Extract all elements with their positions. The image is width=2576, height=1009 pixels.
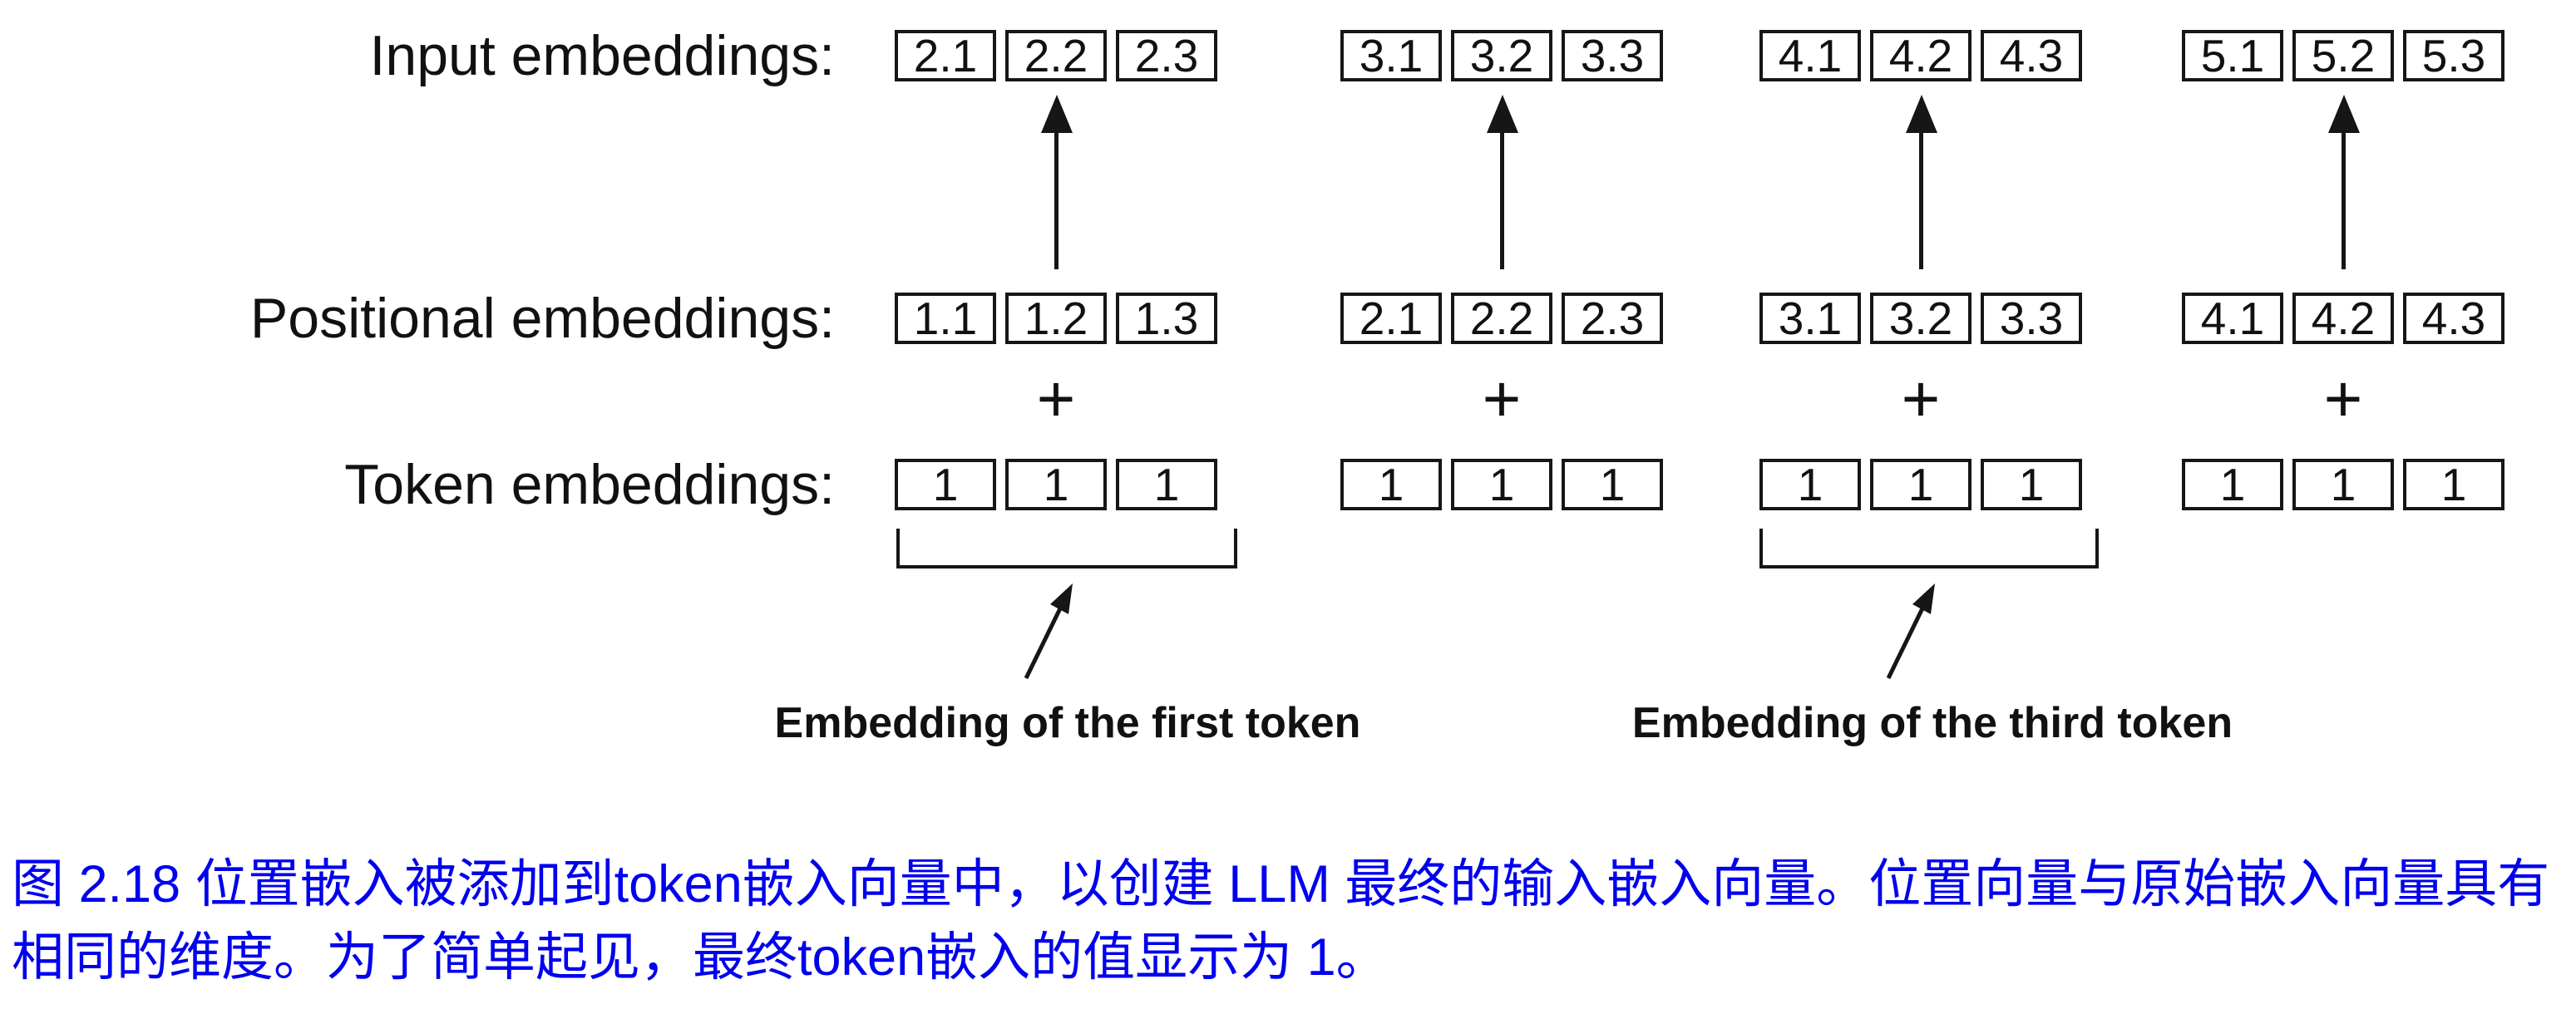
positional-embedding-vector-1: 1.1 1.2 1.3 bbox=[895, 293, 1217, 344]
underbrace-bracket-third-token bbox=[1759, 529, 2099, 568]
positional-embedding-vector-4: 4.1 4.2 4.3 bbox=[2182, 293, 2504, 344]
up-arrow-icon bbox=[1054, 133, 1059, 269]
vector-cell: 4.2 bbox=[1870, 30, 1971, 81]
vector-cell: 1 bbox=[895, 459, 996, 510]
vector-cell: 1 bbox=[1340, 459, 1442, 510]
input-embedding-vector-4: 5.1 5.2 5.3 bbox=[2182, 30, 2504, 81]
token-embeddings-label: Token embeddings: bbox=[344, 453, 835, 516]
vector-cell: 2.1 bbox=[895, 30, 996, 81]
vector-cell: 4.2 bbox=[2292, 293, 2394, 344]
vector-cell: 1 bbox=[1451, 459, 1552, 510]
vector-cell: 1.3 bbox=[1116, 293, 1217, 344]
vector-cell: 1 bbox=[1562, 459, 1663, 510]
token-embedding-vector-2: 1 1 1 bbox=[1340, 459, 1663, 510]
vector-cell: 3.1 bbox=[1340, 30, 1442, 81]
vector-cell: 1 bbox=[1870, 459, 1971, 510]
vector-cell: 2.2 bbox=[1451, 293, 1552, 344]
plus-operator: + bbox=[1036, 362, 1076, 436]
up-arrow-icon bbox=[1919, 133, 1923, 269]
input-embedding-vector-3: 4.1 4.2 4.3 bbox=[1759, 30, 2082, 81]
vector-cell: 4.3 bbox=[2403, 293, 2504, 344]
vector-cell: 3.3 bbox=[1981, 293, 2082, 344]
vector-cell: 2.3 bbox=[1562, 293, 1663, 344]
underbrace-bracket-first-token bbox=[896, 529, 1237, 568]
annotation-first-token: Embedding of the first token bbox=[774, 699, 1361, 747]
token-embedding-vector-4: 1 1 1 bbox=[2182, 459, 2504, 510]
vector-cell: 5.2 bbox=[2292, 30, 2394, 81]
vector-cell: 5.1 bbox=[2182, 30, 2283, 81]
vector-cell: 3.3 bbox=[1562, 30, 1663, 81]
vector-cell: 3.2 bbox=[1870, 293, 1971, 344]
token-embedding-vector-3: 1 1 1 bbox=[1759, 459, 2082, 510]
pointer-arrow-icon bbox=[1886, 583, 1935, 680]
input-embeddings-label: Input embeddings: bbox=[369, 24, 835, 87]
annotation-third-token: Embedding of the third token bbox=[1631, 699, 2233, 747]
input-embedding-vector-2: 3.1 3.2 3.3 bbox=[1340, 30, 1663, 81]
vector-cell: 3.2 bbox=[1451, 30, 1552, 81]
positional-embeddings-label: Positional embeddings: bbox=[249, 287, 835, 350]
plus-operator: + bbox=[1901, 362, 1941, 436]
plus-operator: + bbox=[1482, 362, 1522, 436]
pointer-arrow-icon bbox=[1024, 583, 1073, 680]
up-arrow-icon bbox=[1500, 133, 1504, 269]
vector-cell: 4.3 bbox=[1981, 30, 2082, 81]
figure-caption: 图 2.18 位置嵌入被添加到token嵌入向量中，以创建 LLM 最终的输入嵌… bbox=[12, 855, 2550, 987]
vector-cell: 1 bbox=[1116, 459, 1217, 510]
vector-cell: 1 bbox=[1005, 459, 1107, 510]
vector-cell: 3.1 bbox=[1759, 293, 1861, 344]
vector-cell: 1 bbox=[2292, 459, 2394, 510]
vector-cell: 5.3 bbox=[2403, 30, 2504, 81]
vector-cell: 1 bbox=[2403, 459, 2504, 510]
vector-cell: 1 bbox=[2182, 459, 2283, 510]
vector-cell: 1.1 bbox=[895, 293, 996, 344]
vector-cell: 1 bbox=[1981, 459, 2082, 510]
vector-cell: 4.1 bbox=[2182, 293, 2283, 344]
up-arrow-icon bbox=[2342, 133, 2346, 269]
vector-cell: 1.2 bbox=[1005, 293, 1107, 344]
vector-cell: 4.1 bbox=[1759, 30, 1861, 81]
input-embedding-vector-1: 2.1 2.2 2.3 bbox=[895, 30, 1217, 81]
token-embedding-vector-1: 1 1 1 bbox=[895, 459, 1217, 510]
positional-embedding-vector-3: 3.1 3.2 3.3 bbox=[1759, 293, 2082, 344]
vector-cell: 2.3 bbox=[1116, 30, 1217, 81]
positional-embedding-vector-2: 2.1 2.2 2.3 bbox=[1340, 293, 1663, 344]
vector-cell: 2.2 bbox=[1005, 30, 1107, 81]
plus-operator: + bbox=[2323, 362, 2363, 436]
vector-cell: 2.1 bbox=[1340, 293, 1442, 344]
vector-cell: 1 bbox=[1759, 459, 1861, 510]
